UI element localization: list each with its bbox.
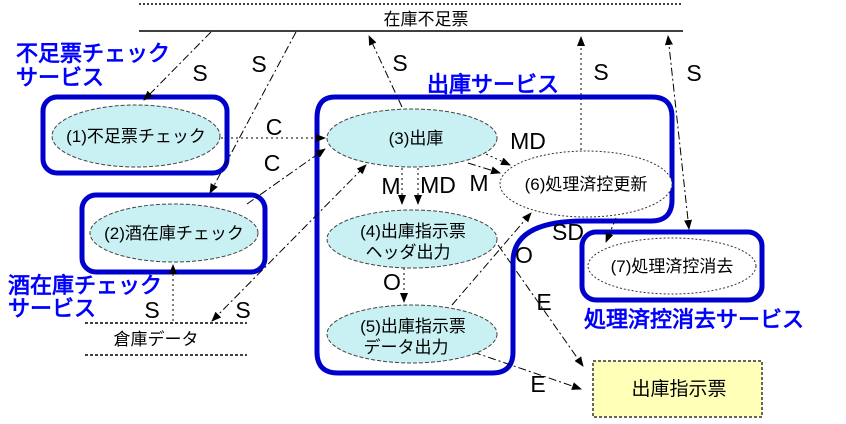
edge-e1-p4-to-doc bbox=[497, 244, 584, 367]
edge-label-m2: M bbox=[469, 170, 488, 196]
edge-sd-p6-to-p7 bbox=[605, 217, 617, 243]
edge-label-s4: S bbox=[593, 59, 608, 85]
service-title-liquor-stock-check-line2: サービス bbox=[8, 296, 96, 321]
edge-s7-warehouse-p3 bbox=[211, 164, 367, 322]
process-3-ellipse bbox=[326, 108, 498, 168]
service-title-shortage-check-line1: 不足票チェック bbox=[16, 41, 170, 66]
edge-label-e2: E bbox=[530, 371, 545, 397]
edge-label-md2: MD bbox=[510, 128, 546, 154]
process-3-label: (3)出庫 bbox=[389, 129, 444, 148]
edge-o2-p5-to-p6 bbox=[451, 212, 532, 306]
store-top-label: 在庫不足票 bbox=[384, 10, 469, 29]
edge-label-s1: S bbox=[192, 60, 207, 86]
edge-label-s5: S bbox=[686, 60, 701, 86]
edge-label-c1: C bbox=[266, 114, 283, 140]
edge-label-s3: S bbox=[392, 50, 407, 76]
edge-label-m1: M bbox=[381, 173, 400, 199]
process-5-label-line2: データ出力 bbox=[364, 337, 449, 357]
process-5-ellipse bbox=[326, 304, 498, 364]
service-box-processed-copy-delete bbox=[579, 229, 765, 303]
edge-label-c2: C bbox=[264, 150, 281, 176]
process-7-ellipse bbox=[587, 237, 757, 295]
process-4-label-line1: (4)出庫指示票 bbox=[360, 222, 466, 241]
edge-label-s6: S bbox=[144, 297, 159, 323]
edge-label-e1: E bbox=[536, 289, 551, 315]
process-6-label: (6)処理済控更新 bbox=[525, 175, 648, 194]
store-warehouse-label: 倉庫データ bbox=[114, 329, 199, 349]
service-title-processed-copy-delete: 処理済控消去サービス bbox=[584, 307, 804, 332]
process-2-ellipse bbox=[89, 203, 259, 263]
process-1-label: (1)不足票チェック bbox=[66, 127, 206, 146]
service-title-shipping: 出庫サービス bbox=[427, 72, 559, 97]
edge-label-sd: SD bbox=[552, 219, 584, 245]
edge-label-s2: S bbox=[251, 51, 266, 77]
edge-label-md1: MD bbox=[420, 172, 456, 198]
edge-m2-p3-to-p6 bbox=[467, 162, 501, 175]
process-7-label: (7)処理済控消去 bbox=[611, 257, 734, 276]
edge-label-o1: O bbox=[383, 269, 401, 295]
output-doc-box bbox=[592, 360, 763, 418]
edge-label-o2: O bbox=[515, 242, 533, 268]
edge-s2-store-to-p2 bbox=[209, 31, 297, 194]
process-6-ellipse bbox=[499, 150, 673, 218]
process-1-ellipse bbox=[51, 104, 221, 168]
service-box-shortage-check bbox=[40, 94, 230, 176]
edge-s3-p3-to-store bbox=[368, 35, 403, 108]
service-title-liquor-stock-check-line1: 酒在庫チェック bbox=[8, 273, 162, 298]
process-5-label-line1: (5)出庫指示票 bbox=[360, 317, 466, 336]
process-2-label: (2)酒在庫チェック bbox=[104, 224, 244, 243]
process-4-label-line2: ヘッダ出力 bbox=[366, 243, 451, 262]
process-4-ellipse bbox=[326, 209, 498, 269]
edge-label-s7: S bbox=[235, 297, 250, 323]
edge-e2-p5-to-doc bbox=[472, 351, 582, 390]
output-doc-label: 出庫指示票 bbox=[631, 378, 726, 400]
service-title-shortage-check-line2: サービス bbox=[16, 65, 104, 90]
edge-s5-store-p7 bbox=[664, 35, 693, 230]
